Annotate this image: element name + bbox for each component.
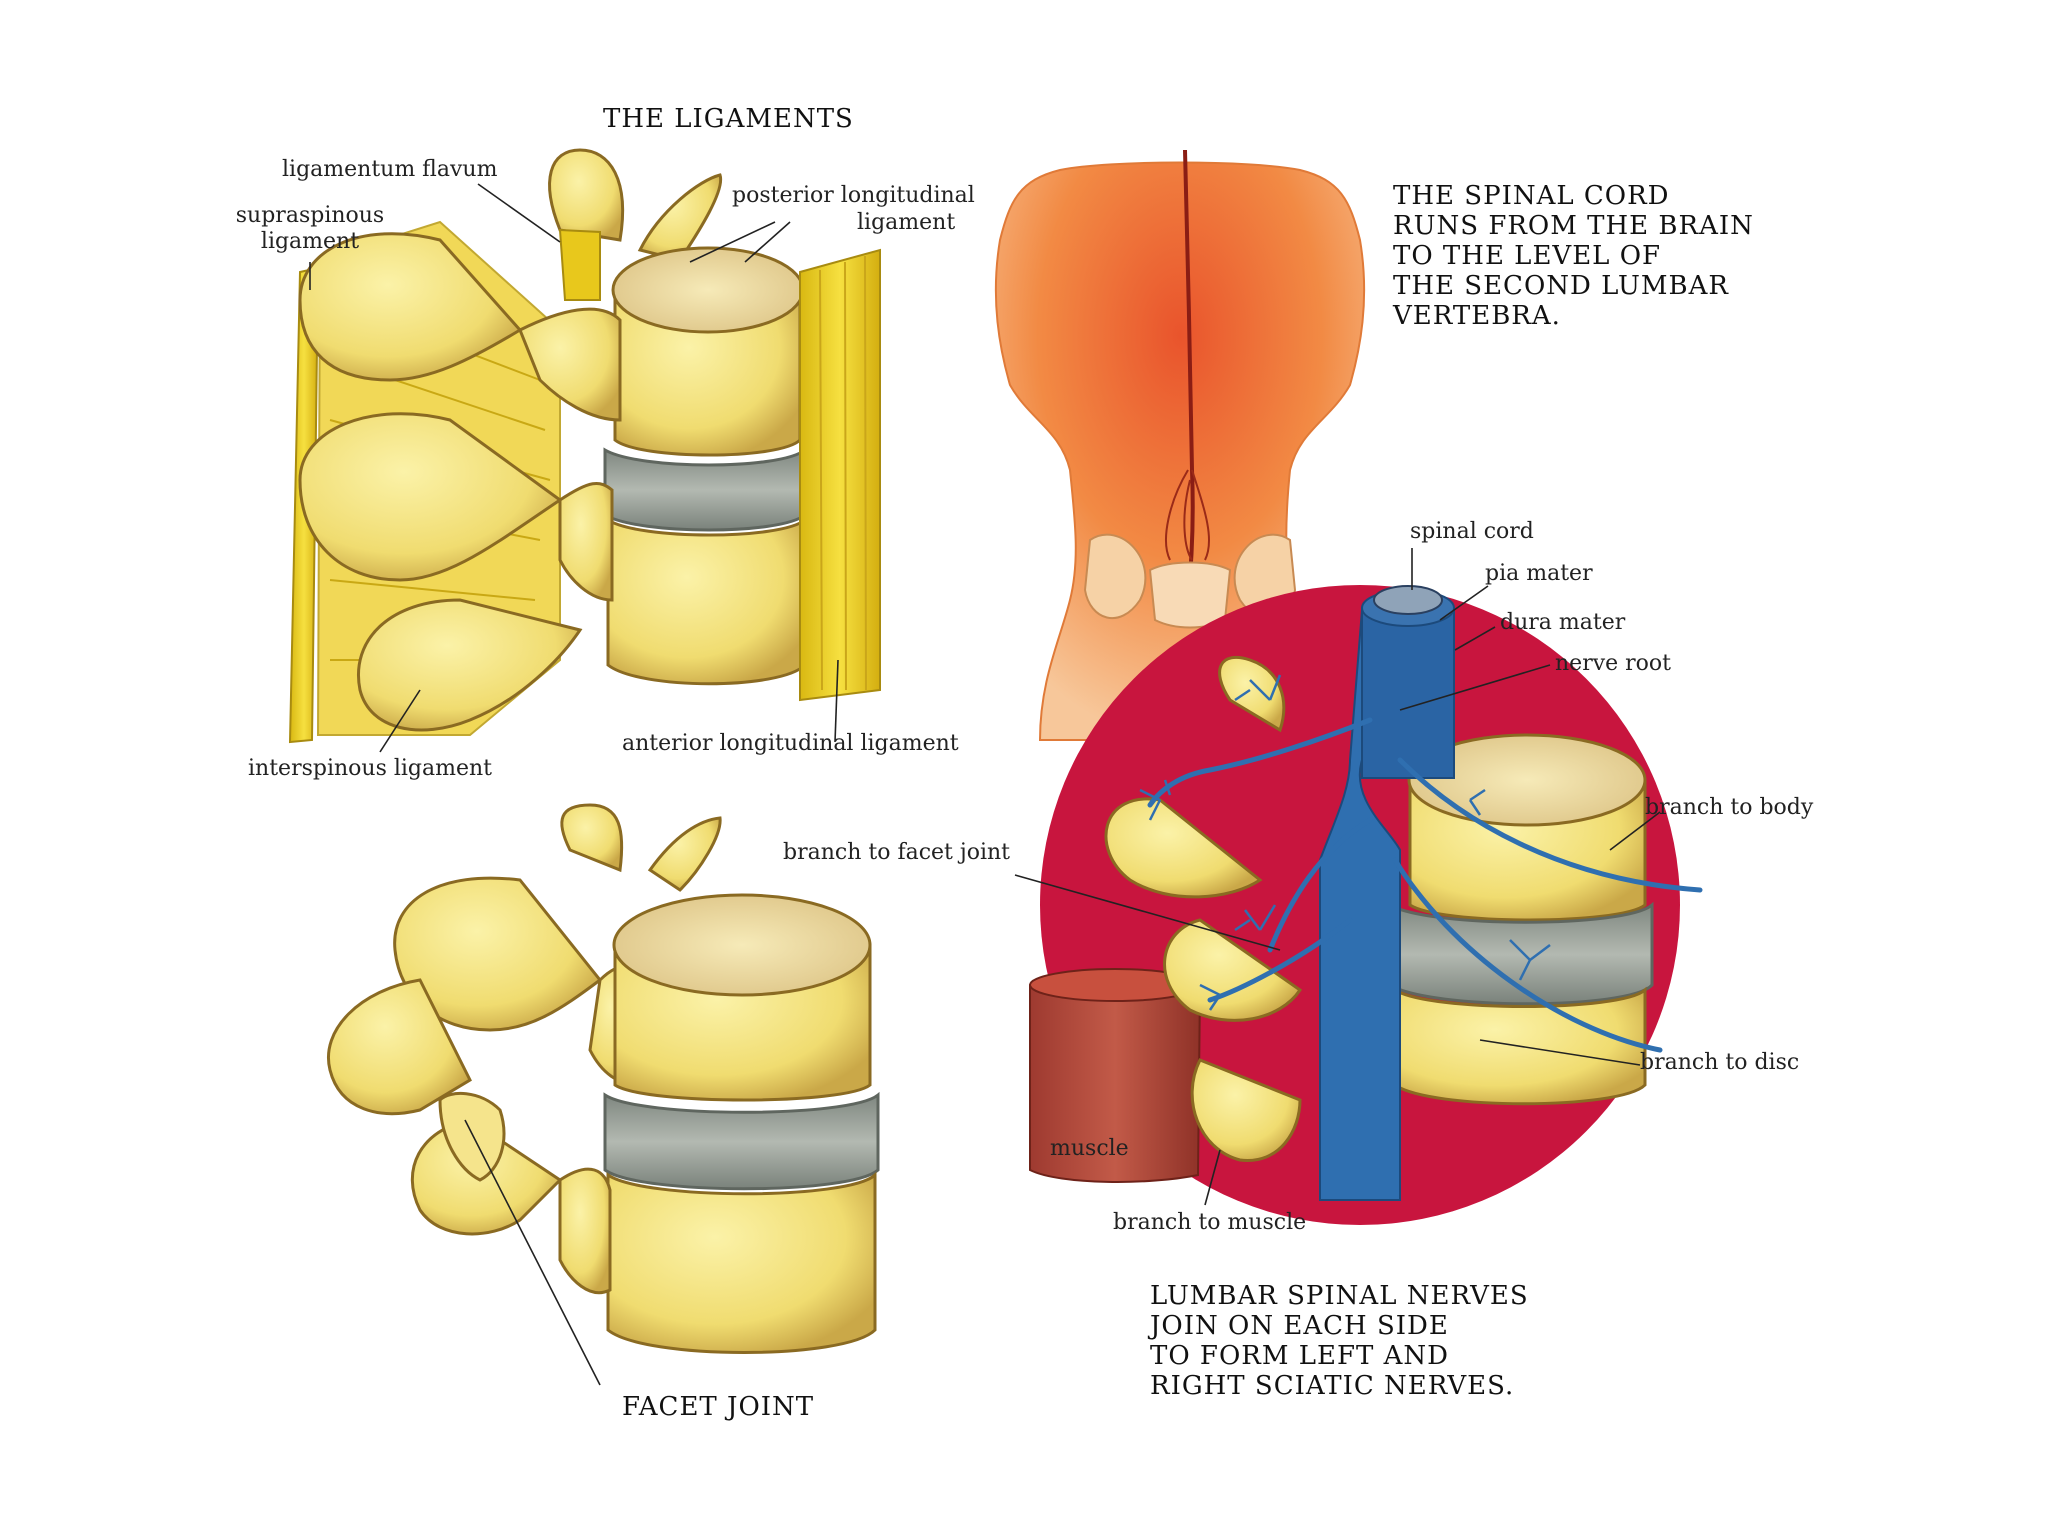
anterior-longitudinal-ligament: [799, 248, 881, 702]
lumbar-nerves-diagram: [1014, 548, 1703, 1225]
vertebral-body-upper: [613, 288, 802, 457]
label-branch-to-muscle: branch to muscle: [1113, 1210, 1307, 1235]
intervertebral-disc: [603, 446, 807, 532]
intervertebral-disc-2: [603, 1091, 880, 1191]
ligamentum-flavum: [558, 228, 601, 301]
vertebral-body-lower: [606, 516, 807, 686]
label-posterior-line1: posterior longitudinal: [732, 183, 975, 208]
vertebral-endplate: [611, 246, 805, 334]
label-branch-to-disc: branch to disc: [1640, 1050, 1800, 1075]
label-muscle: muscle: [1050, 1136, 1129, 1161]
dura-mater-column: [1319, 609, 1401, 1201]
spinal-cord-line-1: THE SPINAL CORD: [1393, 181, 1670, 211]
spinous-process-upper: [298, 232, 523, 382]
label-supraspinous-line1: supraspinous: [235, 203, 385, 228]
label-supraspinous-line2: ligament: [260, 229, 360, 254]
caption-line-2: JOIN ON EACH SIDE: [1150, 1311, 1449, 1341]
ligaments-diagram: [288, 148, 881, 753]
spinous-process-mid: [298, 412, 563, 582]
label-branch-to-body: branch to body: [1645, 795, 1814, 820]
ligaments-title: THE LIGAMENTS: [603, 104, 854, 134]
spinous-process-lower: [357, 598, 583, 732]
spinal-cord-line-5: VERTEBRA.: [1393, 301, 1561, 331]
vertebral-body-lower-2: [606, 1171, 877, 1354]
facet-joint-label: FACET JOINT: [622, 1392, 815, 1422]
caption-line-1: LUMBAR SPINAL NERVES: [1150, 1281, 1529, 1311]
spinal-cord-text: THE SPINAL CORD RUNS FROM THE BRAIN TO T…: [1393, 181, 1754, 331]
label-branch-to-facet: branch to facet joint: [783, 840, 1010, 865]
lumbar-nerves-caption: LUMBAR SPINAL NERVES JOIN ON EACH SIDE T…: [1150, 1281, 1529, 1401]
label-posterior-line2: ligament: [857, 210, 956, 235]
label-interspinous: interspinous ligament: [248, 756, 493, 781]
caption-line-3: TO FORM LEFT AND: [1150, 1341, 1450, 1371]
label-anterior-longitudinal: anterior longitudinal ligament: [622, 731, 959, 756]
spinal-cord-line: [1183, 149, 1195, 601]
label-ligamentum-flavum: ligamentum flavum: [282, 157, 498, 182]
pia-mater-top: [1373, 585, 1443, 615]
caption-line-4: RIGHT SCIATIC NERVES.: [1150, 1371, 1515, 1401]
label-nerve-root: nerve root: [1555, 651, 1671, 676]
facet-joint-diagram: [327, 803, 880, 1386]
spinal-cord-line-3: TO THE LEVEL OF: [1393, 241, 1662, 271]
spinal-cord-line-2: RUNS FROM THE BRAIN: [1393, 211, 1754, 241]
label-pia-mater: pia mater: [1485, 561, 1593, 586]
spinal-cord-line-4: THE SECOND LUMBAR: [1393, 271, 1729, 301]
label-spinal-cord: spinal cord: [1410, 519, 1534, 544]
label-dura-mater: dura mater: [1500, 610, 1626, 635]
